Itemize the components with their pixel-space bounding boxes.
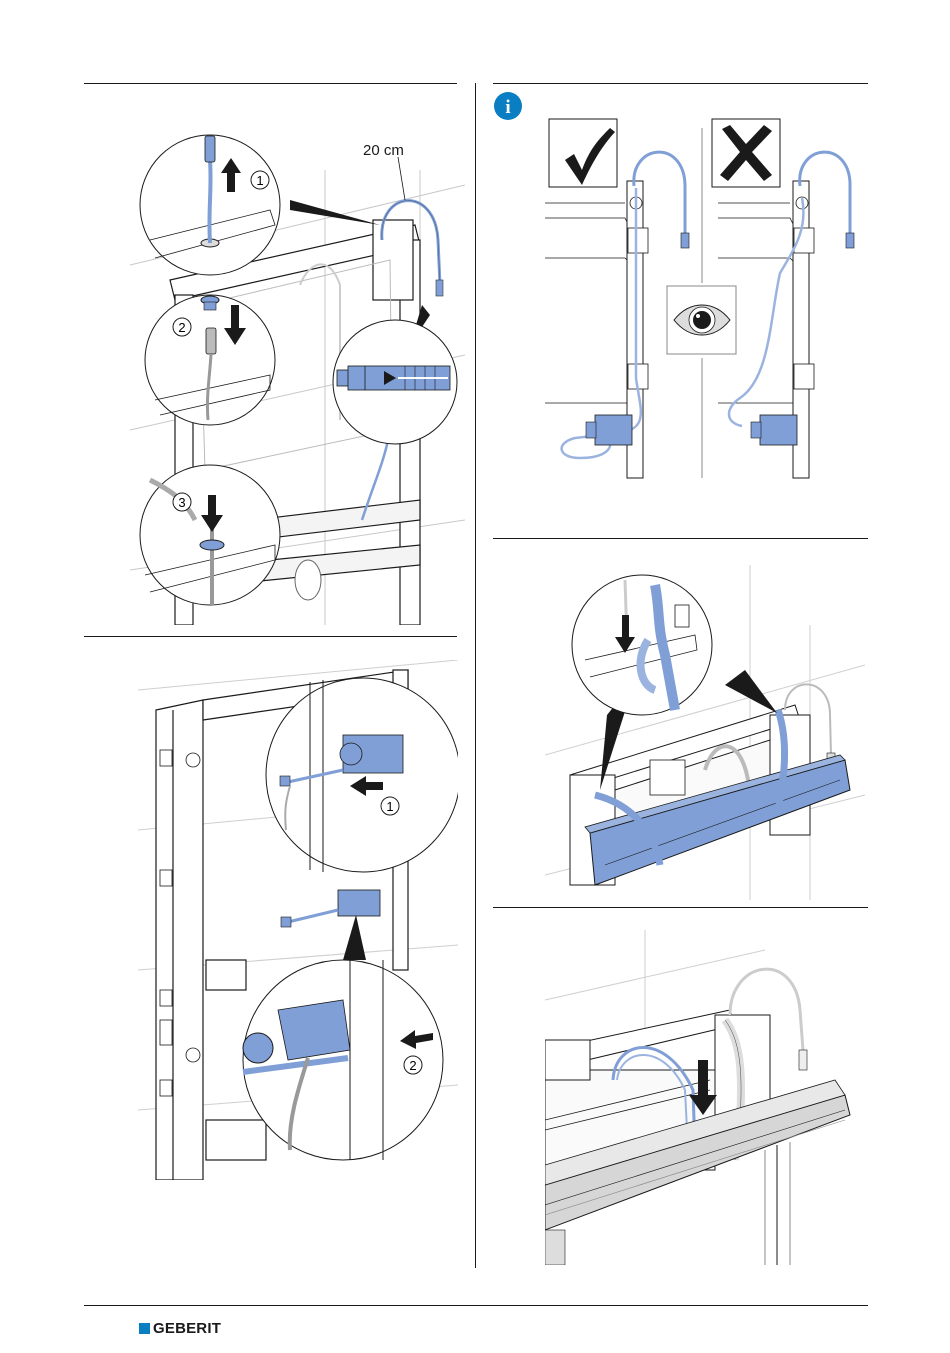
eye-icon: [666, 285, 737, 355]
arrow-down-icon: [689, 1060, 717, 1115]
brand-name: GEBERIT: [153, 1320, 222, 1337]
illustration-cover-fitting: [545, 565, 865, 900]
valve-step-1-number: 1: [386, 799, 393, 814]
mid-rule-right: [493, 538, 868, 539]
lower-rule-right: [493, 907, 868, 908]
info-icon: i: [494, 92, 522, 120]
cross-icon: [720, 125, 772, 181]
arrow-down-icon: [615, 615, 635, 653]
wrong-routing-example: [711, 118, 855, 479]
illustration-valve-removal: 1 2: [138, 660, 458, 1180]
cable-length-label: 20 cm: [363, 142, 404, 159]
connector-marker-icon: [384, 371, 396, 385]
correct-routing-example: [545, 118, 690, 479]
step-2-number: 2: [178, 320, 185, 335]
top-rule-right: [493, 83, 868, 84]
detail-circle-cover-clip: [571, 574, 713, 716]
detail-circle-valve-step-1: 1: [265, 677, 458, 873]
svg-text:i: i: [505, 97, 510, 118]
footer-rule: [84, 1305, 868, 1306]
arrow-left-icon: [350, 776, 383, 796]
illustration-sensor-cable-routing: 20 cm 1 2: [130, 100, 465, 625]
detail-circle-step-3: 3: [139, 464, 281, 606]
step-1-number: 1: [256, 173, 263, 188]
arrow-down-icon: [201, 495, 223, 532]
detail-circle-valve-step-2: 2: [242, 959, 444, 1161]
brand-logo: GEBERIT: [139, 1320, 221, 1337]
mid-rule-left: [84, 636, 457, 637]
step-3-number: 3: [178, 495, 185, 510]
arrow-left-icon: [400, 1030, 433, 1049]
arrow-down-icon: [224, 305, 246, 345]
detail-circle-step-1: 1: [139, 134, 281, 276]
valve-step-2-number: 2: [409, 1058, 416, 1073]
check-icon: [565, 128, 615, 185]
detail-circle-step-2: 2: [144, 294, 276, 426]
column-divider: [475, 83, 476, 1268]
illustration-correct-vs-wrong-routing: i: [490, 88, 870, 488]
top-rule-left: [84, 83, 457, 84]
detail-circle-connector: [332, 319, 458, 445]
arrow-up-icon: [221, 158, 241, 192]
illustration-connector-plugging: [545, 930, 855, 1265]
logo-square-icon: [139, 1323, 150, 1334]
